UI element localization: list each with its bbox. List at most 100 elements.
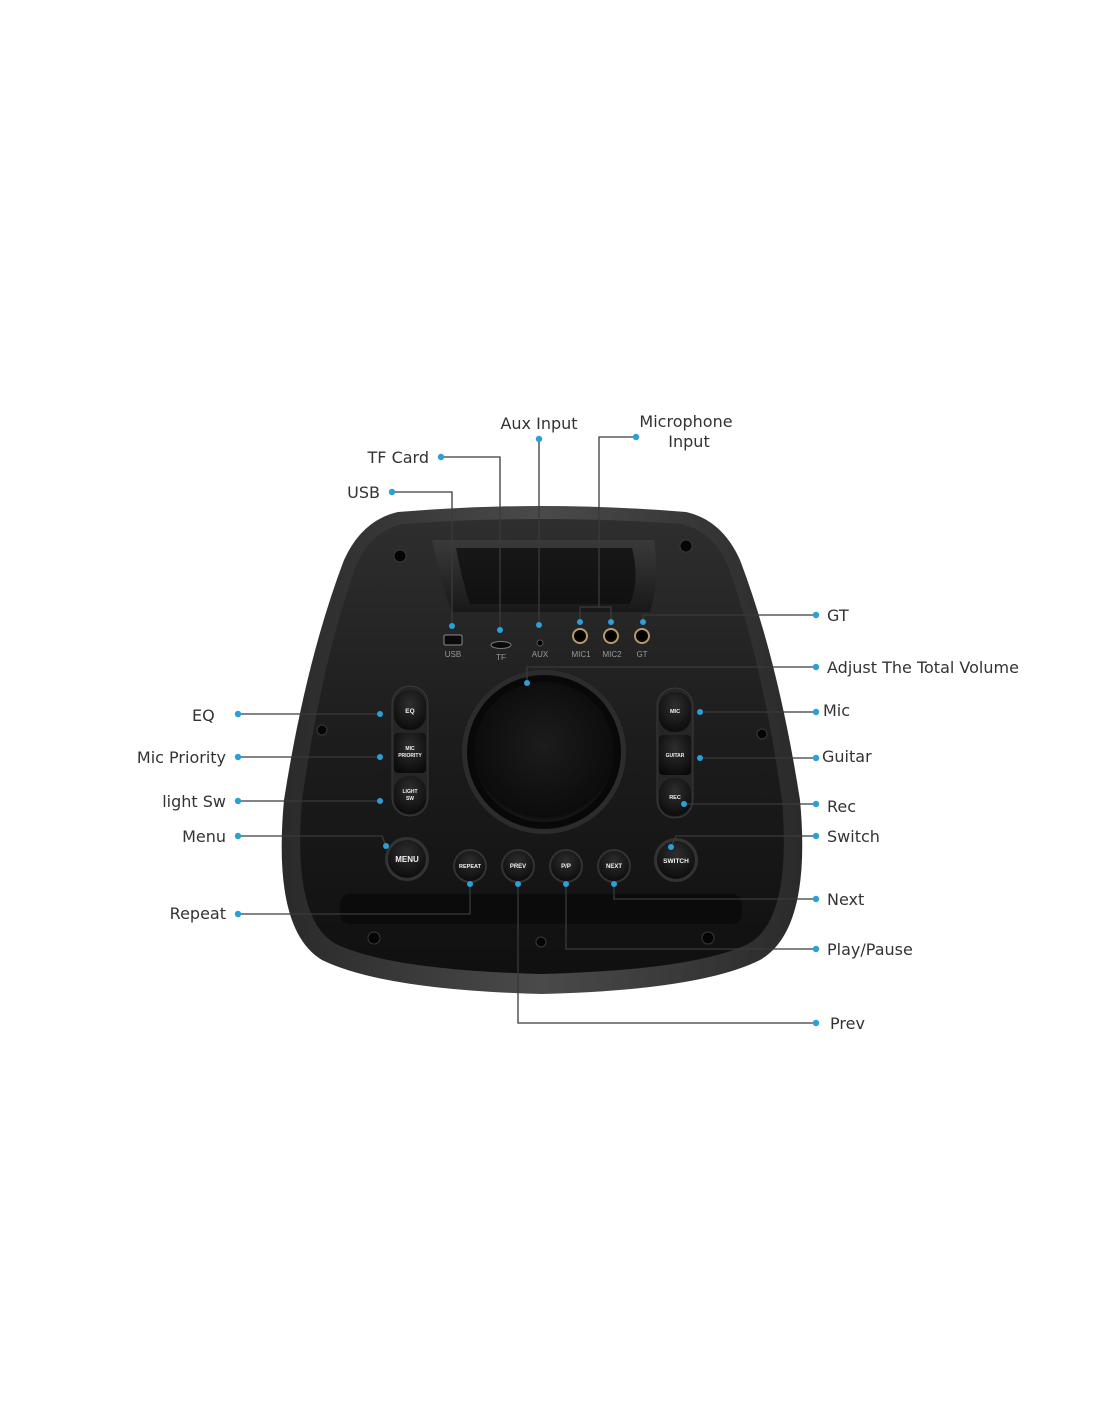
- tf-card-slot-label: TF: [496, 653, 506, 662]
- mic-label: Mic: [823, 701, 850, 720]
- mic-button-label: MIC: [670, 709, 680, 715]
- tf-card-leader: [441, 456, 501, 630]
- next-target-dot: [611, 881, 617, 887]
- tf-target-dot: [497, 627, 503, 633]
- handle-recess-inner: [456, 548, 636, 604]
- mic-priority-button[interactable]: MIC PRIORITY: [394, 733, 426, 773]
- next-button-label: NEXT: [606, 864, 622, 870]
- rec-button-label: REC: [669, 795, 681, 801]
- mic-target-dot: [697, 709, 703, 715]
- switch-callout-dot: [812, 832, 820, 840]
- repeat-label: Repeat: [170, 904, 226, 923]
- play-pause-button-label: P/P: [561, 864, 571, 870]
- mic-priority-button-label-2: PRIORITY: [398, 753, 422, 759]
- screw-top-left: [393, 549, 407, 563]
- repeat-button[interactable]: REPEAT: [453, 849, 487, 883]
- guitar-button-label: GUITAR: [666, 753, 685, 759]
- rec-label: Rec: [827, 797, 856, 816]
- eq-callout-dot: [234, 710, 242, 718]
- left-button-strip: EQ MIC PRIORITY LIGHT SW: [391, 685, 429, 817]
- next-callout-dot: [812, 895, 820, 903]
- adjust-volume-label: Adjust The Total Volume: [827, 658, 1019, 677]
- menu-button[interactable]: MENU: [385, 837, 429, 881]
- usb-label: USB: [347, 483, 380, 502]
- repeat-leader: [238, 884, 471, 915]
- gt-label: GT: [827, 606, 849, 625]
- switch-label: Switch: [827, 827, 880, 846]
- rec-callout-dot: [812, 800, 820, 808]
- mic-button[interactable]: MIC: [659, 692, 691, 732]
- mic-priority-button-label-1: MIC: [405, 746, 415, 752]
- mic2-target-dot: [608, 619, 614, 625]
- play-pause-target-dot: [563, 881, 569, 887]
- mic2-jack-hole: [608, 633, 614, 639]
- switch-button-label: SWITCH: [663, 858, 689, 865]
- play-pause-button[interactable]: P/P: [549, 849, 583, 883]
- volume-knob[interactable]: [462, 670, 626, 834]
- menu-target-dot: [383, 843, 389, 849]
- tf-card-callout-dot: [437, 453, 445, 461]
- callout-labels: Aux Input Microphone Input TF Card USB G…: [137, 412, 1019, 1033]
- play-pause-leader: [565, 884, 816, 950]
- guitar-button[interactable]: GUITAR: [659, 735, 691, 775]
- gt-jack-label: GT: [636, 650, 647, 659]
- mic-priority-callout-dot: [234, 753, 242, 761]
- prev-button-label: PREV: [510, 864, 526, 870]
- prev-target-dot: [515, 881, 521, 887]
- repeat-callout-dot: [234, 910, 242, 918]
- guitar-callout-dot: [812, 754, 820, 762]
- tf-card-label: TF Card: [367, 448, 430, 467]
- port-row: USB TF AUX MIC1 MIC2 GT: [443, 628, 650, 662]
- screw-mid-left: [316, 724, 328, 736]
- next-label: Next: [827, 890, 864, 909]
- volume-target-dot: [524, 680, 530, 686]
- aux-target-dot: [536, 622, 542, 628]
- aux-jack[interactable]: [536, 639, 544, 647]
- mic1-jack-hole: [577, 633, 583, 639]
- menu-leader: [238, 835, 387, 847]
- play-pause-callout-dot: [812, 945, 820, 953]
- light-sw-label: light Sw: [162, 792, 226, 811]
- eq-target-dot: [377, 711, 383, 717]
- usb-leader: [392, 491, 453, 626]
- prev-leader: [517, 884, 816, 1024]
- leader-lines: [238, 436, 816, 1024]
- light-sw-button-label-1: LIGHT: [403, 789, 418, 795]
- screw-bottom-center: [535, 936, 547, 948]
- tf-card-slot[interactable]: [490, 641, 512, 649]
- aux-input-callout-dot: [535, 435, 543, 443]
- repeat-button-label: REPEAT: [459, 864, 482, 870]
- bottom-button-row: MENU REPEAT PREV P/P NEXT SWITCH: [385, 837, 698, 883]
- next-button[interactable]: NEXT: [597, 849, 631, 883]
- guitar-label: Guitar: [822, 747, 872, 766]
- usb-port[interactable]: [443, 634, 463, 646]
- eq-button[interactable]: EQ: [394, 690, 426, 730]
- prev-label: Prev: [830, 1014, 865, 1033]
- callout-dots: [234, 433, 820, 1027]
- screw-top-right: [679, 539, 693, 553]
- adjust-volume-leader: [526, 666, 816, 683]
- microphone-input-callout-dot: [632, 433, 640, 441]
- microphone-input-leader-branch: [599, 606, 612, 622]
- mic-priority-target-dot: [377, 754, 383, 760]
- mic1-target-dot: [577, 619, 583, 625]
- next-leader: [613, 884, 816, 900]
- mic-callout-dot: [812, 708, 820, 716]
- eq-label: EQ: [192, 706, 215, 725]
- microphone-input-label-line1: Microphone: [639, 412, 732, 431]
- light-sw-button[interactable]: LIGHT SW: [394, 776, 426, 814]
- gt-callout-dot: [812, 611, 820, 619]
- prev-button[interactable]: PREV: [501, 849, 535, 883]
- screw-mid-right: [756, 728, 768, 740]
- rec-button[interactable]: REC: [659, 778, 691, 816]
- usb-callout-dot: [388, 488, 396, 496]
- light-sw-target-dot: [377, 798, 383, 804]
- rec-target-dot: [681, 801, 687, 807]
- guitar-target-dot: [697, 755, 703, 761]
- switch-button[interactable]: SWITCH: [654, 838, 698, 882]
- prev-callout-dot: [812, 1019, 820, 1027]
- mic1-jack-label: MIC1: [571, 650, 591, 659]
- light-sw-callout-dot: [234, 797, 242, 805]
- eq-button-label: EQ: [405, 708, 414, 715]
